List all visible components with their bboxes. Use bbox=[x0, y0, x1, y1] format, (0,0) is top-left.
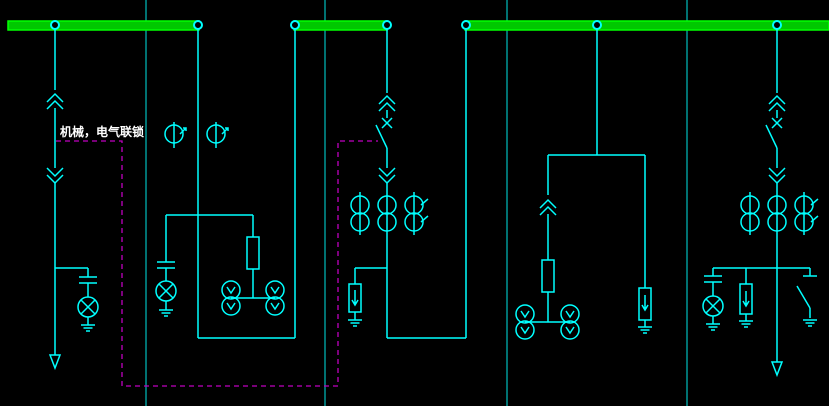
transformer-icon bbox=[515, 304, 535, 340]
outgoing-switch-cabinet bbox=[347, 26, 467, 339]
lamp-icon bbox=[77, 296, 99, 318]
interlock-label: 机械，电气联锁 bbox=[60, 125, 145, 139]
bus-nodes bbox=[50, 20, 782, 30]
pt-metering-cabinet bbox=[515, 26, 653, 340]
lamp-icon bbox=[702, 295, 724, 317]
interlock-line bbox=[56, 140, 378, 387]
transformer-icon bbox=[265, 280, 285, 316]
transformer-icon bbox=[221, 280, 241, 316]
current-transformer-icon bbox=[164, 122, 187, 148]
outgoing-feeder-cabinet bbox=[702, 26, 819, 378]
disconnector-icon bbox=[796, 285, 811, 318]
incoming-feeder-cabinet bbox=[46, 26, 99, 371]
pt-cabinet bbox=[155, 26, 296, 339]
current-transformer-icon bbox=[206, 122, 229, 148]
transformer-icon bbox=[560, 304, 580, 340]
current-transformer-icon bbox=[740, 192, 819, 235]
busbars bbox=[7, 20, 829, 31]
current-transformer-icon bbox=[350, 192, 429, 235]
cabinet-dividers bbox=[145, 0, 688, 406]
fuse-icon bbox=[541, 259, 555, 293]
fuse-icon bbox=[246, 236, 260, 270]
lamp-icon bbox=[155, 280, 177, 302]
